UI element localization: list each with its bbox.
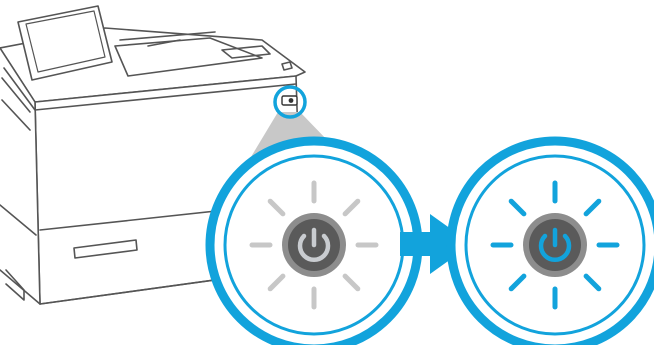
light-ray [267, 198, 286, 217]
button-highlight-ring [273, 85, 307, 119]
power-button-icon [523, 213, 587, 277]
light-ray [583, 273, 602, 292]
power-button-icon [282, 213, 346, 277]
power-button-small-icon [281, 95, 298, 106]
power-off-callout [205, 136, 423, 345]
light-rays-off [249, 180, 379, 310]
light-ray [508, 273, 527, 292]
light-ray [342, 198, 361, 217]
light-rays-on [490, 180, 620, 310]
right-arrow-icon [400, 214, 472, 274]
power-on-callout [446, 136, 654, 345]
light-ray [267, 273, 286, 292]
light-ray [583, 198, 602, 217]
light-ray [508, 198, 527, 217]
light-ray [342, 273, 361, 292]
